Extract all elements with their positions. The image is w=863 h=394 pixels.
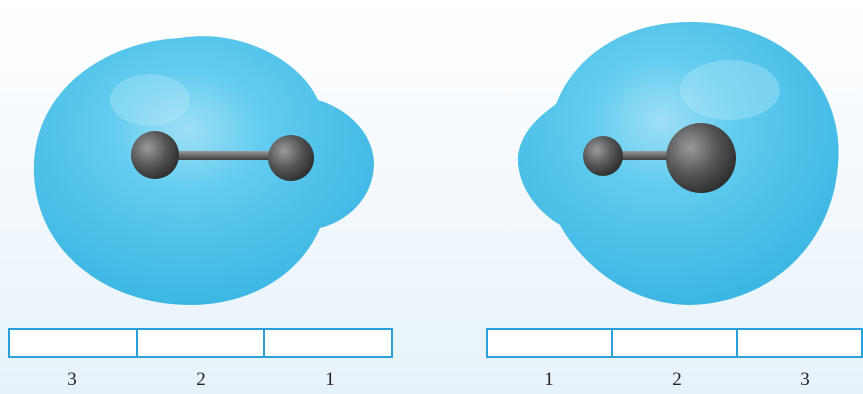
right-molecule [517,22,839,305]
right-box-1 [488,330,613,356]
right-scale-label: 1 [544,369,554,390]
left-scale-boxes [8,328,393,358]
left-atom-large [131,131,179,179]
left-bond [152,151,292,160]
right-scale-label: 3 [800,369,810,390]
left-scale-label: 1 [325,369,335,390]
left-box-3 [265,330,391,356]
left-box-1 [10,330,138,356]
left-scale-label: 3 [67,369,77,390]
right-box-2 [613,330,738,356]
right-atom-large [666,123,736,193]
left-scale-label: 2 [196,369,206,390]
left-electron-cloud [33,36,375,306]
right-cloud-highlight [680,60,780,120]
left-cloud-highlight [110,74,190,126]
right-scale-label: 2 [672,369,682,390]
right-atom-small [583,136,623,176]
left-molecule [33,36,375,306]
left-atom-small [268,135,314,181]
left-box-2 [138,330,266,356]
right-box-3 [738,330,861,356]
right-scale-boxes [486,328,863,358]
